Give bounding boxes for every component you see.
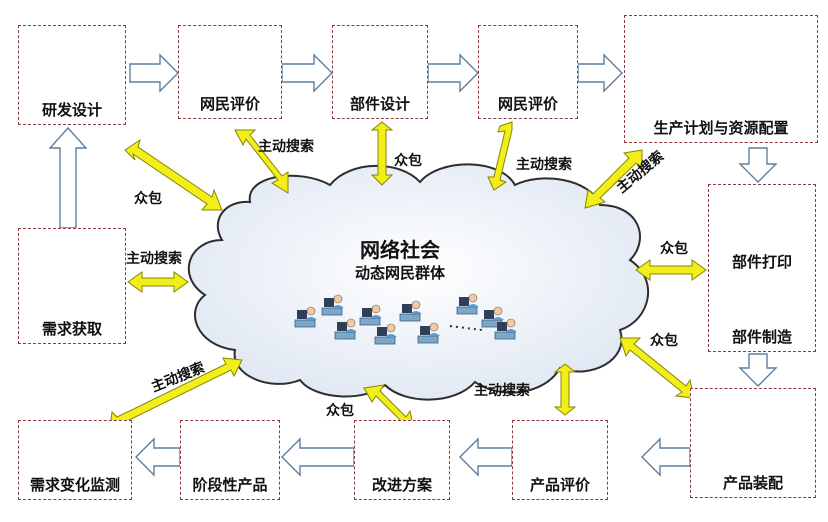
edge-label-crowdsource-partdesign: 众包	[394, 153, 422, 169]
edge-label-crowdsource-manufacture: 众包	[650, 333, 678, 349]
double-arrow-eval1	[234, 129, 289, 194]
flow-arrow-5	[738, 147, 778, 183]
node-label-print: 部件打印	[731, 253, 792, 271]
node-part-print-manufacture: 部件打印 部件制造	[708, 184, 816, 352]
double-arrow-eval2	[487, 121, 513, 191]
edge-label-search-prodeval: 主动搜索	[474, 383, 530, 399]
flow-arrow-3	[427, 53, 479, 93]
flow-arrows	[48, 53, 778, 477]
node-label: 网民评价	[199, 95, 260, 113]
flow-arrow-7	[641, 437, 691, 477]
flow-arrow-6	[738, 353, 778, 387]
node-label: 改进方案	[371, 476, 432, 494]
edge-label-crowdsource-improve: 众包	[326, 403, 354, 419]
flow-arrow-1	[129, 53, 179, 93]
double-arrow-rnd	[124, 138, 223, 211]
node-demand-monitor: 需求变化监测	[18, 420, 132, 500]
node-product-assembly: 产品装配	[690, 388, 816, 498]
crowdsource-arrows	[109, 121, 707, 431]
node-rnd-design: 研发设计	[18, 25, 126, 125]
node-label: 生产计划与资源配置	[653, 119, 789, 137]
edge-label-search-eval2: 主动搜索	[516, 157, 572, 173]
node-label: 部件设计	[349, 95, 410, 113]
node-label: 阶段性产品	[192, 476, 268, 494]
flow-arrow-up	[48, 126, 88, 229]
node-label: 产品装配	[722, 474, 783, 492]
node-part-design: 部件设计	[332, 25, 428, 119]
double-arrow-demand	[127, 271, 189, 293]
node-label: 产品评价	[529, 476, 590, 494]
node-production-plan: 生产计划与资源配置	[624, 15, 818, 143]
node-product-eval: 产品评价	[512, 420, 608, 500]
edge-label-search-demand: 主动搜索	[126, 251, 182, 267]
node-label: 需求获取	[41, 320, 102, 338]
node-label: 需求变化监测	[29, 476, 120, 494]
double-arrow-prodeval	[553, 363, 577, 416]
node-stage-product: 阶段性产品	[180, 420, 280, 500]
node-netizen-eval-1: 网民评价	[178, 25, 282, 119]
cloud-title: 网络社会	[360, 238, 440, 262]
flow-arrow-9	[281, 437, 355, 477]
double-arrow-print	[635, 259, 707, 281]
node-label: 网民评价	[497, 95, 558, 113]
edge-label-crowdsource-print: 众包	[660, 241, 688, 257]
cloud-subtitle: 动态网民群体	[354, 264, 445, 282]
flow-arrow-2	[281, 53, 333, 93]
edge-label-crowdsource-rnd: 众包	[134, 191, 162, 207]
flow-arrow-10	[135, 437, 181, 477]
node-netizen-eval-2: 网民评价	[478, 25, 578, 119]
node-demand-acquire: 需求获取	[18, 228, 126, 344]
node-label-manufacture: 部件制造	[731, 328, 792, 346]
flow-arrow-4	[577, 53, 623, 93]
node-label: 研发设计	[41, 101, 102, 119]
flow-arrow-8	[459, 437, 513, 477]
double-arrow-partdesign	[370, 121, 394, 186]
double-arrow-production	[584, 149, 643, 209]
edge-label-search-eval1: 主动搜索	[258, 139, 314, 155]
node-improvement-plan: 改进方案	[354, 420, 450, 500]
